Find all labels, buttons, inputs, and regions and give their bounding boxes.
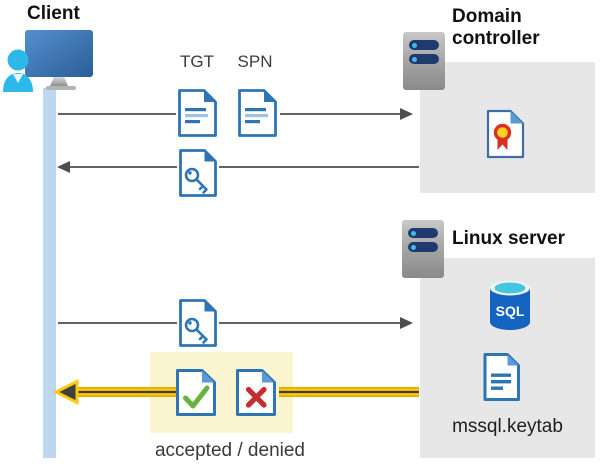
linux-server-label: Linux server [452,228,565,249]
keytab-filename-label: mssql.keytab [452,416,563,437]
server-led-bar [408,242,438,252]
key-document-icon [178,148,218,198]
client-label: Client [27,3,80,24]
server-led-bar [409,40,439,50]
server-led-bar [408,228,438,238]
server-icon [403,32,445,90]
key-document-icon [178,298,218,348]
server-icon [402,220,444,278]
server-led-icon [412,42,417,48]
server-led-icon [411,230,416,236]
server-led-bar [409,54,439,64]
tgt-label: TGT [180,52,214,71]
denied-icon [235,368,277,417]
server-led-icon [412,56,417,62]
tgt-document-icon [177,88,218,138]
domain-controller-label: Domain controller [452,6,540,49]
accepted-icon [175,368,217,417]
arrow-dc-to-client-icon [57,161,419,173]
sql-label: SQL [496,303,525,319]
sql-database-icon: SQL [488,279,532,331]
arrow-client-to-dc-icon [58,108,413,120]
arrow-client-to-linux-icon [58,317,413,329]
server-led-icon [411,244,416,250]
spn-document-icon [237,88,278,138]
certificate-icon [486,109,525,159]
client-icon [2,28,97,92]
spn-label: SPN [237,52,273,71]
keytab-document-icon [483,352,521,402]
client-timeline-bar [43,88,56,458]
result-label: accepted / denied [154,440,305,461]
